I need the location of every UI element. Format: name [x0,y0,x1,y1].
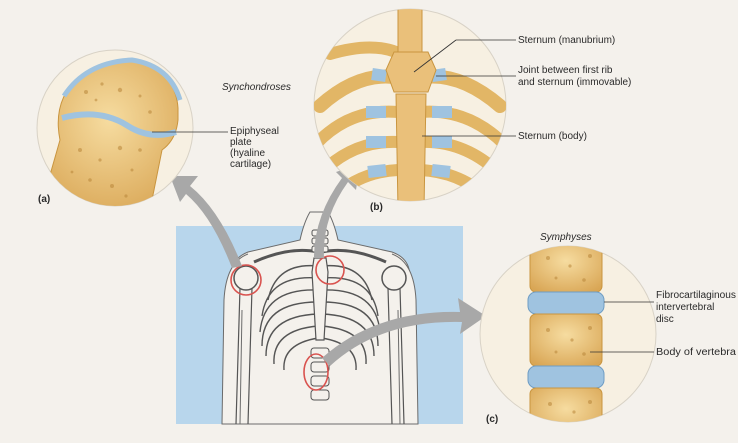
joint-label: Joint between first rib and sternum (imm… [518,65,631,88]
inset-c: Symphyses (c) Fibrocartilaginous interve… [480,232,738,440]
sternum-body [396,94,426,210]
epiphyseal-plate-label: Epiphyseal plate (hyaline cartilage) [230,126,282,170]
disc-label-line-3: disc [656,314,674,325]
trachea [398,6,422,52]
epiphyseal-plate-label-line-4: cartilage) [230,159,271,170]
epiphyseal-plate-label-line-2: plate [230,137,252,148]
sternum-body-label: Sternum (body) [518,131,587,142]
vertebra-middle [530,314,602,366]
disc-label-line-1: Fibrocartilaginous [656,290,736,301]
inset-b: (b) Sternum (manubrium) Joint between fi… [314,6,631,213]
manubrium-label: Sternum (manubrium) [518,35,615,46]
joint-label-line-1: Joint between first rib [518,65,613,76]
vertebra-label: Body of vertebra [656,347,736,358]
disc-upper [528,292,604,314]
inset-a: (a) Synchondroses Epiphyseal plate (hyal… [37,50,291,210]
left-humerus-head [234,266,258,290]
inset-a-letter: (a) [38,194,50,205]
epiphyseal-plate-label-line-3: (hyaline [230,148,265,159]
vertebra-bottom [530,388,602,440]
epiphyseal-plate-label-line-1: Epiphyseal [230,126,279,137]
inset-a-heading: Synchondroses [222,82,291,93]
disc-lower [528,366,604,388]
inset-c-heading: Symphyses [540,232,592,243]
inset-c-letter: (c) [486,414,498,425]
disc-label: Fibrocartilaginous intervertebral disc [656,290,738,325]
right-humerus-head [382,266,406,290]
manubrium [386,52,436,92]
joint-label-line-2: and sternum (immovable) [518,77,631,88]
inset-b-letter: (b) [370,202,383,213]
disc-label-line-2: intervertebral [656,302,714,313]
clavicle-b [330,47,396,54]
vertebra-top [530,240,602,292]
